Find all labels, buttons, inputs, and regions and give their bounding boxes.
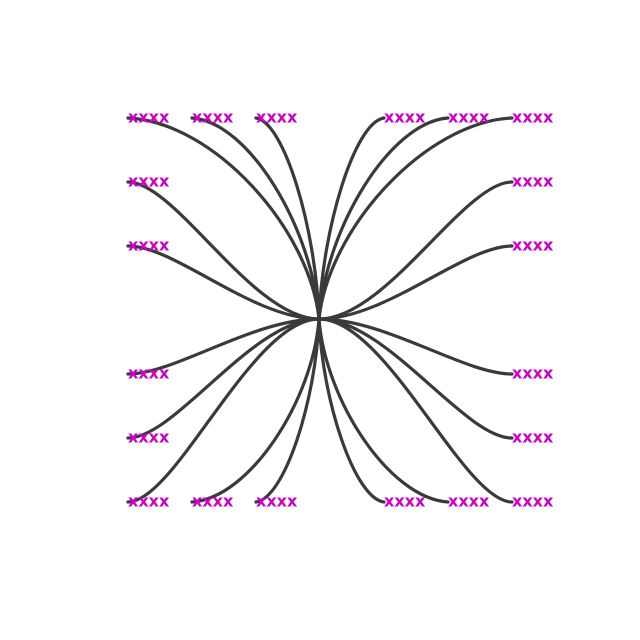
connector-curve [126, 317, 321, 440]
endpoint-label: xxxx [128, 364, 170, 383]
connector-curve [317, 317, 514, 376]
connector-curve [317, 317, 514, 440]
connector-curve [254, 116, 321, 321]
endpoint-label: xxxx [128, 172, 170, 191]
connector-curve [317, 317, 450, 504]
endpoint-label: xxxx [128, 492, 170, 511]
endpoint-label: xxxx [128, 428, 170, 447]
endpoint-label: xxxx [512, 172, 554, 191]
connector-curve [317, 180, 514, 321]
connector-curve [317, 116, 514, 321]
endpoint-label: xxxx [384, 492, 426, 511]
endpoint-label: xxxx [192, 492, 234, 511]
connector-curve [317, 317, 386, 504]
endpoint-label: xxxx [256, 108, 298, 127]
endpoint-label: xxxx [256, 492, 298, 511]
endpoint-label: xxxx [448, 108, 490, 127]
connector-curve [317, 244, 514, 321]
endpoint-label: xxxx [448, 492, 490, 511]
endpoint-label: xxxx [128, 108, 170, 127]
connector-curve [126, 317, 321, 504]
connector-curve [190, 317, 321, 504]
endpoint-label: xxxx [512, 364, 554, 383]
endpoint-label: xxxx [512, 108, 554, 127]
endpoint-label: xxxx [384, 108, 426, 127]
connector-curve [317, 116, 386, 321]
connector-curve [126, 180, 321, 321]
connector-curve [126, 317, 321, 376]
connector-curve [126, 116, 321, 321]
endpoint-label: xxxx [512, 492, 554, 511]
connector-curve [317, 116, 450, 321]
connector-curve [126, 244, 321, 321]
connector-curve [190, 116, 321, 321]
endpoint-label: xxxx [192, 108, 234, 127]
endpoint-label: xxxx [512, 236, 554, 255]
connector-curve [317, 317, 514, 504]
endpoint-label: xxxx [128, 236, 170, 255]
endpoint-label: xxxx [512, 428, 554, 447]
connector-curve [254, 317, 321, 504]
